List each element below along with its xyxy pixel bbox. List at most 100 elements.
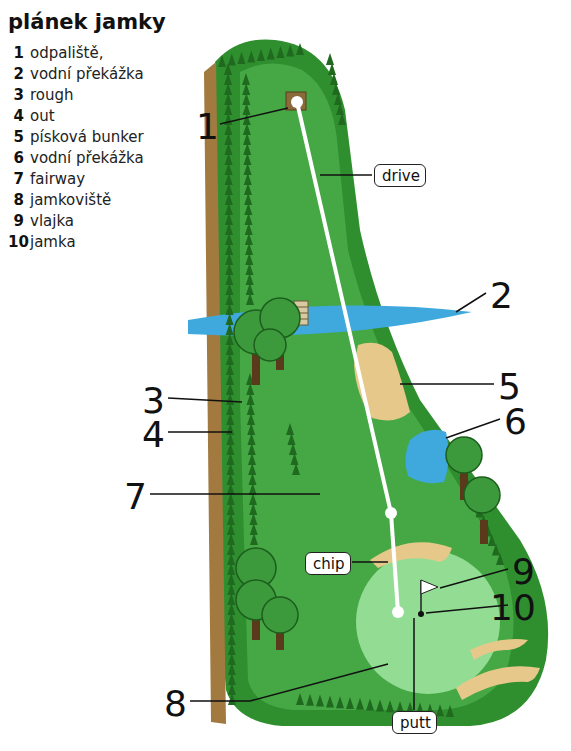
tree-mark (366, 699, 374, 711)
sand-bunker (370, 542, 452, 568)
callout-number: 9 (512, 551, 535, 592)
callout-number: 8 (164, 683, 187, 724)
key-number: 5 (8, 128, 24, 146)
tree-mark (248, 433, 256, 445)
tree-mark (250, 523, 258, 535)
tree-mark (244, 193, 252, 205)
tree-mark (243, 153, 251, 165)
tree-mark (247, 393, 255, 405)
tree-mark (316, 695, 324, 707)
tree-mark (250, 533, 258, 545)
tree-mark (248, 453, 256, 465)
tree-mark (257, 49, 265, 61)
callout-leaders (150, 108, 508, 701)
tree-mark (238, 52, 246, 64)
tree-mark (246, 273, 254, 285)
key-number: 4 (8, 107, 24, 125)
tree-mark (242, 83, 250, 95)
key-name: vlajka (30, 212, 74, 230)
tree-mark (243, 143, 251, 155)
tree-mark (334, 93, 342, 105)
tree-mark (242, 73, 250, 85)
leader-line (413, 618, 415, 710)
tree-mark (249, 503, 257, 515)
tree-mark (288, 433, 296, 445)
flag (421, 580, 438, 594)
shot-name: drive (382, 169, 418, 184)
shot-label-box: chip (305, 552, 351, 575)
tree-mark (267, 48, 275, 60)
tree-mark (243, 123, 251, 135)
tree-mark (436, 704, 444, 716)
tree-mark (247, 51, 255, 63)
tree-mark (245, 243, 253, 255)
callout-number: 1 (196, 106, 219, 147)
tree-mark (291, 453, 299, 465)
key-name: out (30, 107, 55, 125)
tree-mark (330, 73, 338, 85)
tree-mark (286, 423, 294, 435)
key-number: 7 (8, 170, 24, 188)
shot-name: putt (400, 716, 429, 731)
tree-mark (249, 483, 257, 495)
tree-mark (245, 223, 253, 235)
shot-label-box: drive (374, 164, 426, 187)
tree-mark (249, 473, 257, 485)
sand-bunker (470, 639, 528, 660)
key-name: odpaliště, (30, 44, 103, 62)
tree-mark (244, 163, 252, 175)
tree-mark (338, 113, 346, 125)
key-name: vodní překážka (30, 65, 144, 83)
hole (418, 611, 424, 617)
shot-name: chip (313, 557, 343, 572)
tree-mark (244, 173, 252, 185)
tree-row (218, 43, 504, 717)
tree-mark (243, 133, 251, 145)
key-number: 9 (8, 212, 24, 230)
tree-mark (296, 43, 304, 55)
tree-mark (218, 55, 226, 67)
tree-mark (242, 93, 250, 105)
key-name: jamka (30, 233, 76, 251)
tree-mark (336, 103, 344, 115)
key-number: 6 (8, 149, 24, 167)
tree-mark (332, 83, 340, 95)
tree-mark (326, 695, 334, 707)
callout-number: 2 (490, 275, 513, 316)
ball-position (392, 606, 404, 618)
tree-mark (346, 697, 354, 709)
tree-mark (296, 693, 304, 705)
tree-mark (228, 54, 236, 66)
tree-mark (386, 700, 394, 712)
sand-bunker (456, 666, 540, 700)
tree-mark (326, 53, 334, 65)
tree-mark (289, 443, 297, 455)
tree-mark (336, 696, 344, 708)
tree-mark (376, 699, 384, 711)
callout-number: 7 (124, 476, 147, 517)
callout-number: 4 (142, 414, 165, 455)
tree-mark (245, 263, 253, 275)
callout-number: 5 (498, 366, 521, 407)
key-number: 8 (8, 191, 24, 209)
tree-mark (228, 693, 236, 705)
tree-mark (247, 423, 255, 435)
ball-position (291, 96, 303, 108)
tree-mark (244, 183, 252, 195)
tree-mark (328, 63, 336, 75)
tree-cluster (446, 437, 500, 544)
tree-mark (286, 45, 294, 57)
out-strip (204, 62, 226, 724)
tree-mark (492, 543, 500, 555)
fairway-area (240, 63, 514, 710)
tree-mark (496, 553, 504, 565)
key-name: jamkoviště (30, 191, 111, 209)
tree-mark (277, 46, 285, 58)
tree-mark (306, 694, 314, 706)
key-number: 1 (8, 44, 24, 62)
shot-label-box: putt (392, 711, 437, 734)
leader-line (320, 174, 372, 176)
